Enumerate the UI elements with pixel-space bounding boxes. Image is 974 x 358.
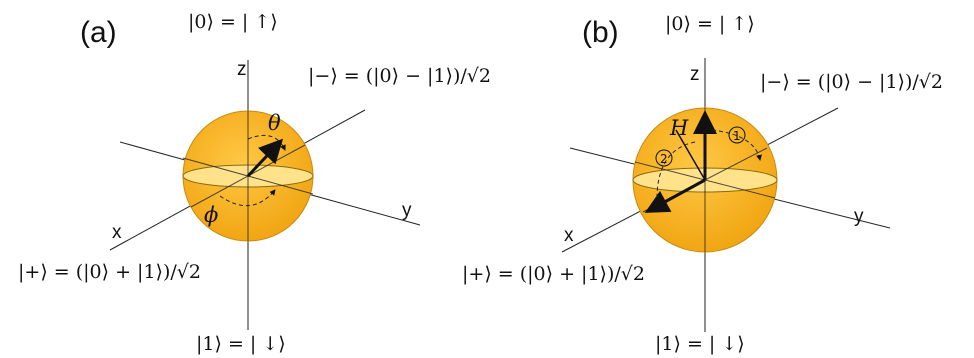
y-axis-label: y [402, 200, 412, 221]
panel-b: (b) 1 2 H z y x [462, 13, 943, 355]
y-axis-label: y [854, 206, 864, 227]
state-zero-label: |0⟩ = | ↑⟩ [188, 11, 278, 33]
svg-text:2: 2 [660, 152, 668, 166]
hadamard-label: H [669, 116, 689, 140]
theta-arc [247, 134, 286, 151]
phi-arc [219, 189, 276, 207]
step-2-arc [653, 141, 696, 206]
x-axis-label: x [564, 225, 574, 246]
state-plus-label: |+⟩ = (|0⟩ + |1⟩)/√2 [462, 263, 645, 285]
z-axis-label: z [690, 64, 700, 85]
panel-b-label: (b) [582, 16, 619, 49]
state-zero-label: |0⟩ = | ↑⟩ [665, 13, 755, 35]
step-2-marker: 2 [655, 149, 673, 167]
theta-label: θ [268, 111, 281, 135]
z-axis-label: z [237, 59, 247, 80]
state-vector-arrow [246, 138, 284, 178]
svg-text:1: 1 [733, 129, 741, 143]
state-one-label: |1⟩ = | ↓⟩ [655, 333, 745, 355]
panel-a: (a) z y x θ ϕ |0⟩ = | ↑⟩ |−⟩ = (|0⟩ − |1… [18, 11, 491, 355]
phi-label: ϕ [204, 203, 218, 227]
x-axis-label: x [112, 222, 122, 243]
state-minus-label: |−⟩ = (|0⟩ − |1⟩)/√2 [308, 65, 491, 87]
state-plus-label: |+⟩ = (|0⟩ + |1⟩)/√2 [18, 261, 201, 283]
state-minus-label: |−⟩ = (|0⟩ − |1⟩)/√2 [760, 71, 943, 93]
state-one-label: |1⟩ = | ↓⟩ [196, 333, 286, 355]
hadamard-axis [675, 129, 706, 181]
step-1-marker: 1 [728, 126, 746, 144]
panel-a-label: (a) [80, 16, 117, 49]
step-1-arc [711, 129, 762, 161]
